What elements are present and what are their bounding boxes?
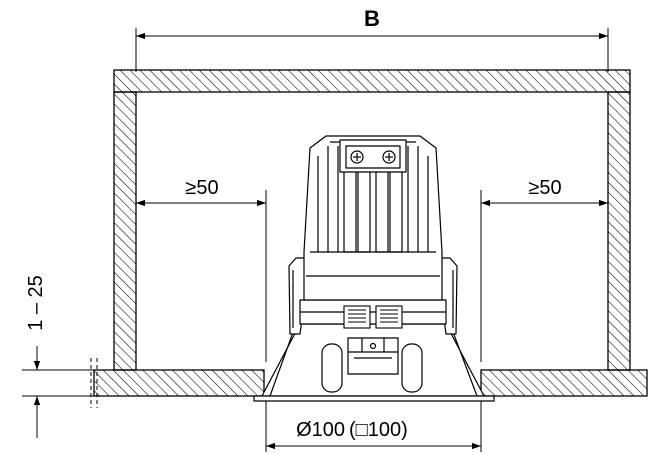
ceiling-panel-left [93,369,265,397]
ceiling-thickness-label: 1 – 25 [25,275,47,331]
break-lines [90,358,98,408]
dimension-clearance-left [136,190,267,362]
dimension-clearance-right [480,190,608,362]
ceiling-panel-right [480,369,648,397]
cutout-diameter-label: Ø100 [296,419,345,441]
dimension-ceiling-thickness [22,346,108,438]
recess-box [113,69,631,371]
cutout-square-label: (□100) [349,419,408,441]
clearance-right-label: ≥50 [528,177,561,199]
screw-icon [350,150,396,164]
dimension-cutout [265,396,482,452]
spring-clip-icon [343,305,403,329]
dimension-b [135,28,609,72]
dimension-b-label: B [364,6,380,31]
clearance-left-label: ≥50 [185,177,218,199]
lamp-housing [321,337,423,393]
